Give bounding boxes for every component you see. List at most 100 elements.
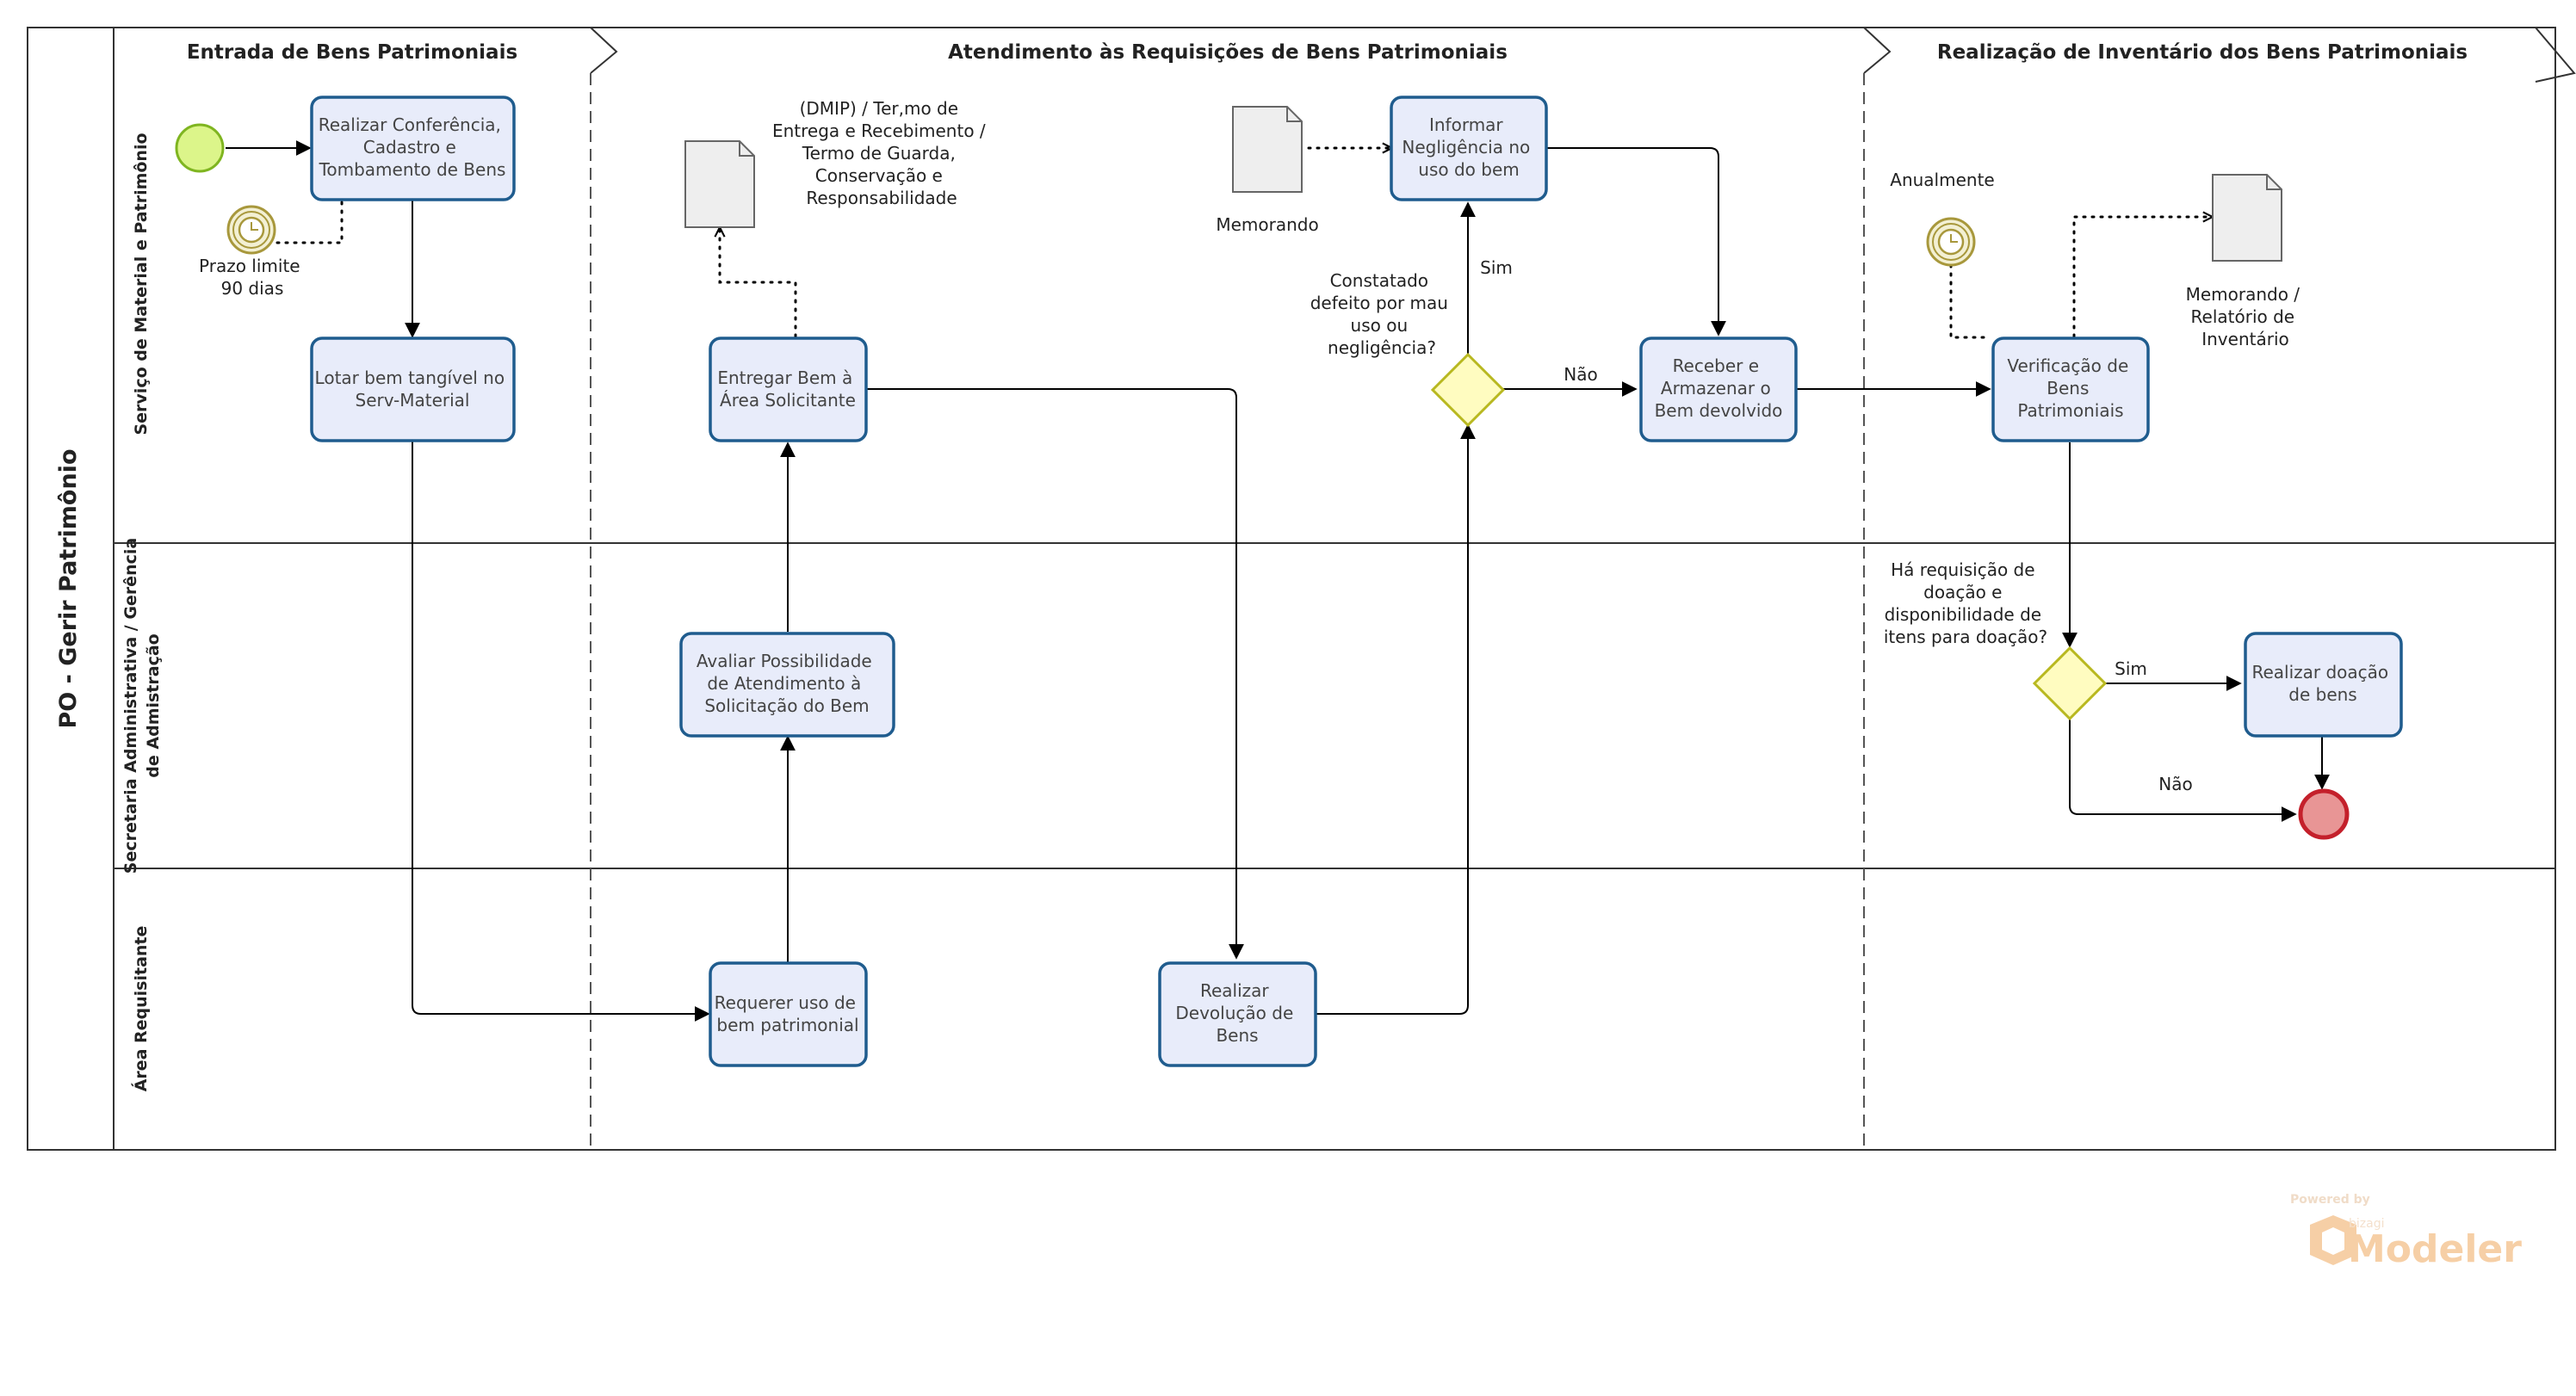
gateway-ha-requisicao[interactable]	[2032, 645, 2108, 721]
svg-text:Realizar Conferência, Ca: Realizar Conferência, Cadastro e Tombame…	[319, 114, 507, 180]
task-label: Patrimoniais	[2017, 400, 2123, 421]
task-label: de Atendimento à	[707, 673, 861, 694]
start-event[interactable]	[175, 123, 225, 173]
task-label: Receber e	[1673, 355, 1760, 376]
task-label: Bem devolvido	[1655, 400, 1783, 421]
flow-label-sim-top: Sim	[1480, 257, 1513, 278]
task-lotar-bem[interactable]: Lotar bem tangível no Serv-Material	[310, 337, 516, 442]
task-label: de bens	[2288, 684, 2356, 705]
annotation-constatado-defeito: Constatado defeito por mau uso ou neglig…	[1310, 270, 1454, 358]
task-label: Entregar Bem à	[717, 368, 852, 388]
task-label: uso do bem	[1418, 159, 1519, 180]
task-verificacao-bens[interactable]: Verificação de Bens Patrimoniais	[1991, 337, 2150, 442]
annotation-ha-requisicao: Há requisição de doação e disponibilidad…	[1884, 559, 2047, 647]
phase-title-atendimento: Atendimento às Requisições de Bens Patri…	[948, 41, 1508, 64]
assoc-entregar-to-dmip-doc	[720, 225, 797, 338]
task-label: Cadastro e	[363, 137, 456, 158]
timer-event-anualmente[interactable]	[1926, 217, 1976, 267]
bizagi-watermark: Powered by bizagi Modeler	[2290, 1193, 2522, 1271]
annotation-line: uso ou	[1351, 315, 1409, 336]
annotation-dmip: (DMIP) / Ter,mo de Entrega e Recebimento…	[772, 98, 991, 208]
task-label: Devolução de	[1175, 1003, 1293, 1023]
pool-title: PO - Gerir Patrimônio	[55, 449, 82, 729]
annotation-line: Constatado	[1330, 270, 1428, 291]
task-label: bem patrimonial	[716, 1015, 858, 1035]
task-label: Área Solicitante	[720, 390, 856, 411]
annotation-line: Prazo limite	[199, 256, 300, 276]
lane-title-secretaria-line1: Secretaria Administrativa / Gerência	[121, 538, 140, 874]
document-icon-memorando	[1232, 106, 1303, 193]
lane-title-area-requisitante: Área Requisitante	[131, 926, 151, 1092]
task-entregar-bem[interactable]: Entregar Bem à Área Solicitante	[709, 337, 868, 442]
task-label: Armazenar o	[1661, 378, 1771, 398]
task-realizar-devolucao[interactable]: Realizar Devolução de Bens	[1158, 961, 1317, 1067]
timer-event-prazo[interactable]	[226, 205, 276, 255]
assoc-verificacao-to-doc	[2072, 217, 2214, 338]
document-icon-dmip	[684, 140, 755, 228]
annotation-line: defeito por mau	[1310, 293, 1448, 313]
gateway-constatado-defeito[interactable]	[1430, 352, 1506, 428]
annotation-line: Conservação e	[815, 165, 943, 186]
lane-title-secretaria-line2: de Admistração	[144, 633, 163, 777]
watermark-brand: bizagi	[2349, 1217, 2384, 1231]
svg-text:Avaliar Possibilidade de: Avaliar Possibilidade de Atendimento à S…	[697, 651, 877, 716]
phase-header-outline	[114, 27, 2576, 83]
assoc-timer2-to-verificacao	[1949, 263, 1986, 339]
svg-text:Informar Negligência no: Informar Negligência no uso do bem	[1402, 114, 1535, 180]
task-label: Avaliar Possibilidade	[697, 651, 872, 671]
task-label: Lotar bem tangível no	[315, 368, 505, 388]
task-avaliar-possibilidade[interactable]: Avaliar Possibilidade de Atendimento à S…	[679, 632, 895, 738]
annotation-line: negligência?	[1328, 337, 1436, 358]
svg-text:Verificação de Bens: Verificação de Bens Patrimoniais	[2007, 355, 2133, 421]
sequence-flows	[226, 140, 2330, 1022]
annotation-line: Relatório de	[2191, 306, 2295, 327]
annotation-anualmente: Anualmente	[1890, 170, 1994, 190]
flow-entregar-to-devolucao	[866, 388, 1244, 960]
annotation-line: doação e	[1923, 582, 2002, 602]
annotation-prazo-limite: Prazo limite 90 dias	[199, 256, 306, 299]
task-realizar-conferencia[interactable]: Realizar Conferência, Cadastro e Tombame…	[310, 96, 516, 201]
task-requerer-uso[interactable]: Requerer uso de bem patrimonial	[709, 961, 868, 1067]
task-label: Requerer uso de	[715, 992, 856, 1013]
task-receber-armazenar[interactable]: Receber e Armazenar o Bem devolvido	[1639, 337, 1798, 442]
phase-title-entrada: Entrada de Bens Patrimoniais	[187, 41, 517, 64]
lane-title-servico-material: Serviço de Material e Patrimônio	[132, 133, 151, 435]
annotation-line: Inventário	[2201, 329, 2289, 349]
flow-lotar-to-requerer	[412, 440, 710, 1022]
annotation-line: Há requisição de	[1891, 559, 2035, 580]
assoc-timer-to-conferencia	[276, 198, 344, 244]
phase-headers	[114, 27, 2576, 83]
watermark-product: Modeler	[2348, 1227, 2522, 1271]
annotation-line: Entrega e Recebimento /	[772, 120, 986, 141]
flow-label-nao-top: Não	[1564, 364, 1597, 385]
task-label: Informar	[1429, 114, 1503, 135]
annotation-line: Responsabilidade	[806, 188, 957, 208]
task-label: Bens	[2047, 378, 2089, 398]
associations	[276, 148, 2214, 339]
annotation-line: itens para doação?	[1884, 627, 2047, 647]
svg-text:Realizar Devolução de: Realizar Devolução de Bens	[1175, 980, 1298, 1046]
task-label: Realizar Conferência,	[319, 114, 501, 135]
task-label: Realizar	[1200, 980, 1269, 1001]
document-icon-relatorio	[2212, 174, 2282, 262]
task-informar-negligencia[interactable]: Informar Negligência no uso do bem	[1390, 96, 1548, 201]
annotation-memorando: Memorando	[1216, 214, 1318, 235]
annotation-line: Termo de Guarda,	[802, 143, 956, 164]
annotation-line: Memorando /	[2186, 284, 2300, 305]
task-label: Verificação de	[2007, 355, 2128, 376]
svg-text:Realizar doação de bens: Realizar doação de bens	[2251, 662, 2393, 705]
flow-label-sim-bottom: Sim	[2115, 658, 2147, 679]
annotation-line: (DMIP) / Ter,mo de	[800, 98, 958, 119]
task-realizar-doacao[interactable]: Realizar doação de bens	[2244, 632, 2403, 738]
svg-text:Requerer uso de bem patr: Requerer uso de bem patrimonial	[715, 992, 862, 1035]
watermark-powered-by: Powered by	[2290, 1193, 2370, 1207]
annotation-memorando-relatorio: Memorando / Relatório de Inventário	[2186, 284, 2306, 349]
svg-text:Receber e Armazenar o: Receber e Armazenar o Bem devolvido	[1655, 355, 1783, 421]
flow-informar-to-receber	[1546, 147, 1726, 337]
end-event[interactable]	[2298, 788, 2350, 840]
task-label: Serv-Material	[356, 390, 470, 411]
svg-text:Entregar Bem à Área Soli: Entregar Bem à Área Solicitante	[717, 368, 858, 411]
flow-gateway2-nao-to-end	[2069, 719, 2297, 822]
flow-label-nao-bottom: Não	[2158, 774, 2192, 794]
